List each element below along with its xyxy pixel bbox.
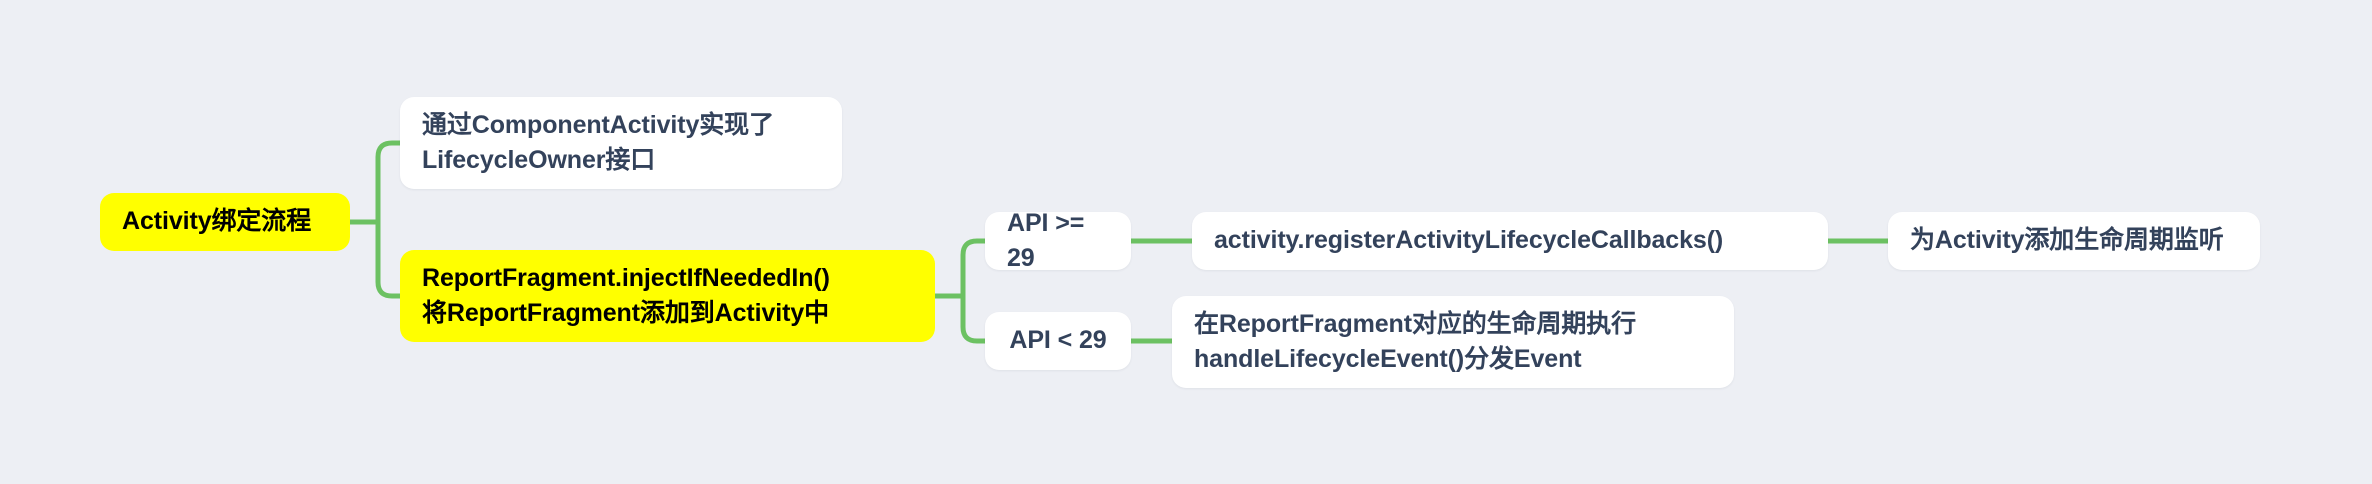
node-component-activity-label: 通过ComponentActivity实现了 LifecycleOwner接口 xyxy=(422,110,774,175)
edge-report-to-api-lt xyxy=(960,293,988,344)
node-api-lt-29-label: API < 29 xyxy=(1009,326,1107,355)
node-report-fragment-label: ReportFragment.injectIfNeededIn() 将Repor… xyxy=(422,263,830,328)
node-add-lifecycle-observer[interactable]: 为Activity添加生命周期监听 xyxy=(1888,212,2260,270)
node-api-ge-29-label: API >= 29 xyxy=(1007,208,1085,273)
node-register-callbacks-label: activity.registerActivityLifecycleCallba… xyxy=(1214,226,1724,255)
edge-root-to-report xyxy=(375,219,403,299)
node-api-lt-29[interactable]: API < 29 xyxy=(985,312,1131,370)
node-api-ge-29[interactable]: API >= 29 xyxy=(985,209,1131,272)
node-handle-lifecycle-event-label: 在ReportFragment对应的生命周期执行 handleLifecycle… xyxy=(1194,309,1637,374)
node-register-activity-lifecycle-callbacks[interactable]: activity.registerActivityLifecycleCallba… xyxy=(1192,212,1828,270)
edge-report-to-api-ge xyxy=(960,238,988,299)
node-root-label: Activity绑定流程 xyxy=(122,207,312,236)
node-add-observer-label: 为Activity添加生命周期监听 xyxy=(1910,226,2224,255)
edge-root-to-component xyxy=(375,140,403,225)
node-handle-lifecycle-event[interactable]: 在ReportFragment对应的生命周期执行 handleLifecycle… xyxy=(1172,296,1734,388)
node-root-activity-bind-flow[interactable]: Activity绑定流程 xyxy=(100,193,350,251)
node-report-fragment-inject[interactable]: ReportFragment.injectIfNeededIn() 将Repor… xyxy=(400,250,935,342)
node-component-activity[interactable]: 通过ComponentActivity实现了 LifecycleOwner接口 xyxy=(400,97,842,189)
